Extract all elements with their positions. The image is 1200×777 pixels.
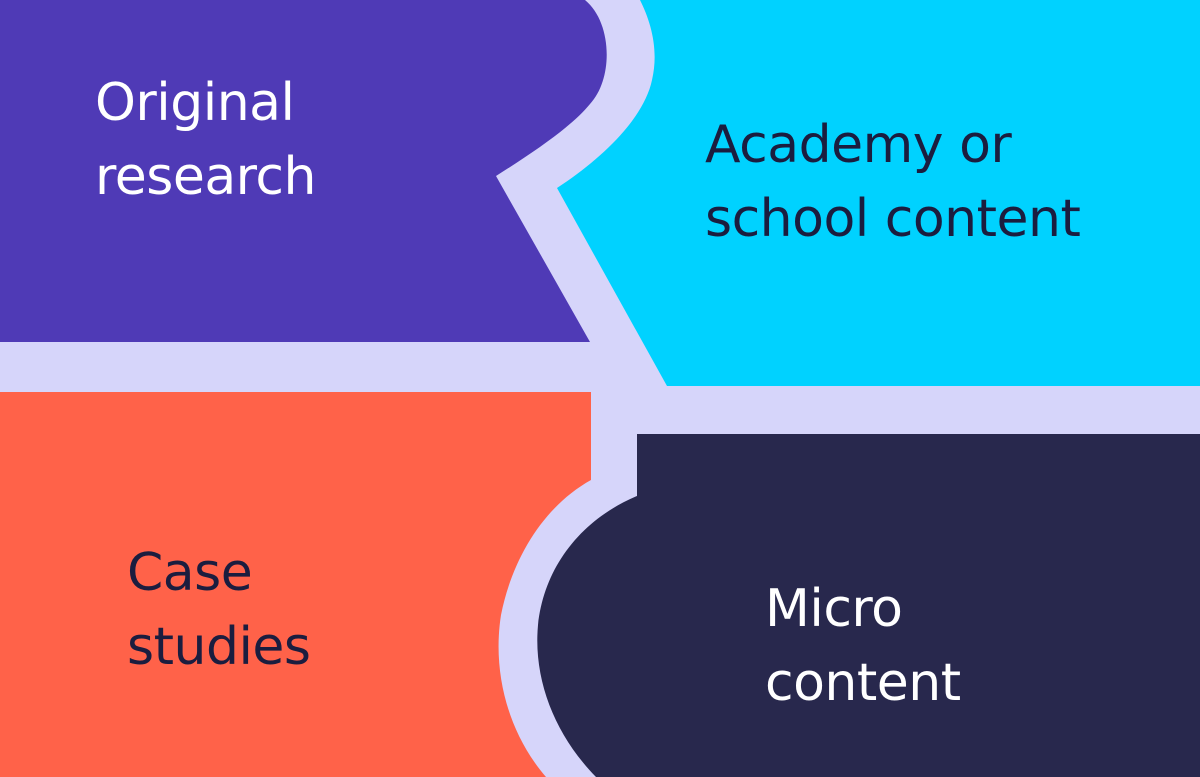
academy-content-line-1: Academy or [705,115,1012,175]
original-research-shape [0,0,607,342]
case-studies-shape [0,392,591,777]
case-studies-line-1: Case [127,543,253,603]
case-studies-label: Case studies [127,536,311,684]
case-studies-line-2: studies [127,617,311,677]
academy-content-line-2: school content [705,189,1081,249]
micro-content-shape [537,434,1200,777]
academy-content-label: Academy or school content [705,108,1081,256]
academy-content-shape [557,0,1200,386]
micro-content-label: Micro content [765,572,961,720]
original-research-line-2: research [95,147,316,207]
original-research-line-1: Original [95,73,295,133]
original-research-label: Original research [95,66,316,214]
micro-content-line-2: content [765,653,961,713]
micro-content-line-1: Micro [765,579,903,639]
